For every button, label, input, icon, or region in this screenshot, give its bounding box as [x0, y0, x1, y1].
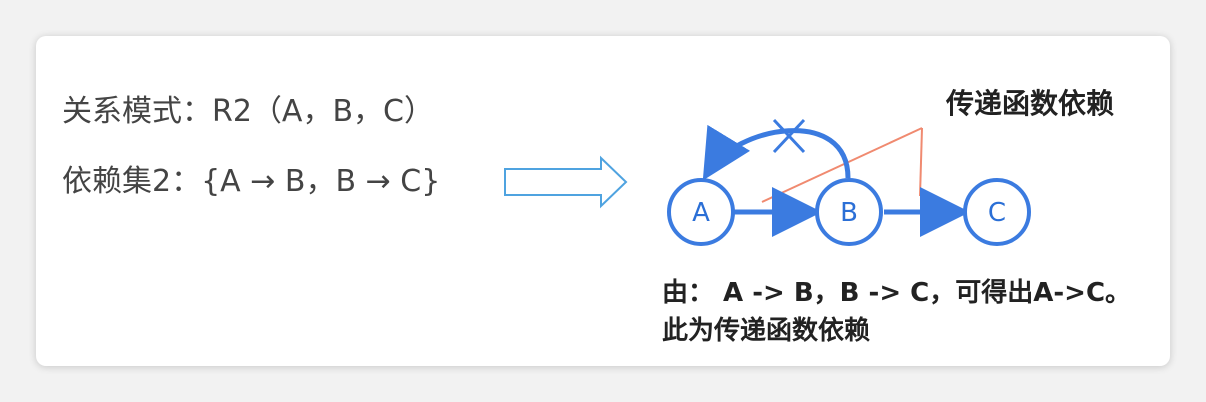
cross-mark-stroke [772, 118, 806, 154]
implication-arrow-icon [504, 155, 628, 209]
node-a-label: A [692, 198, 710, 228]
node-c: C [963, 178, 1031, 246]
annotation-line-2 [919, 127, 923, 197]
node-b-label: B [840, 198, 858, 228]
dependency-diagram: A B C [504, 118, 1031, 246]
node-b: B [815, 178, 883, 246]
node-c-label: C [988, 198, 1006, 228]
diagram-title: 传递函数依赖 [946, 87, 1115, 120]
relation-schema-text: 关系模式：R2（A，B，C） [62, 94, 434, 129]
edge-b-to-a-curve [702, 124, 851, 181]
caption-line-1: 由： A -> B，B -> C，可得出A->C。 [662, 278, 1132, 308]
node-a: A [667, 178, 735, 246]
dependency-set-text: 依赖集2：{A → B，B → C} [62, 164, 441, 199]
caption-line-2: 此为传递函数依赖 [662, 316, 871, 346]
diagram-card: 关系模式：R2（A，B，C） 依赖集2：{A → B，B → C} 传递函数依赖… [36, 36, 1170, 366]
